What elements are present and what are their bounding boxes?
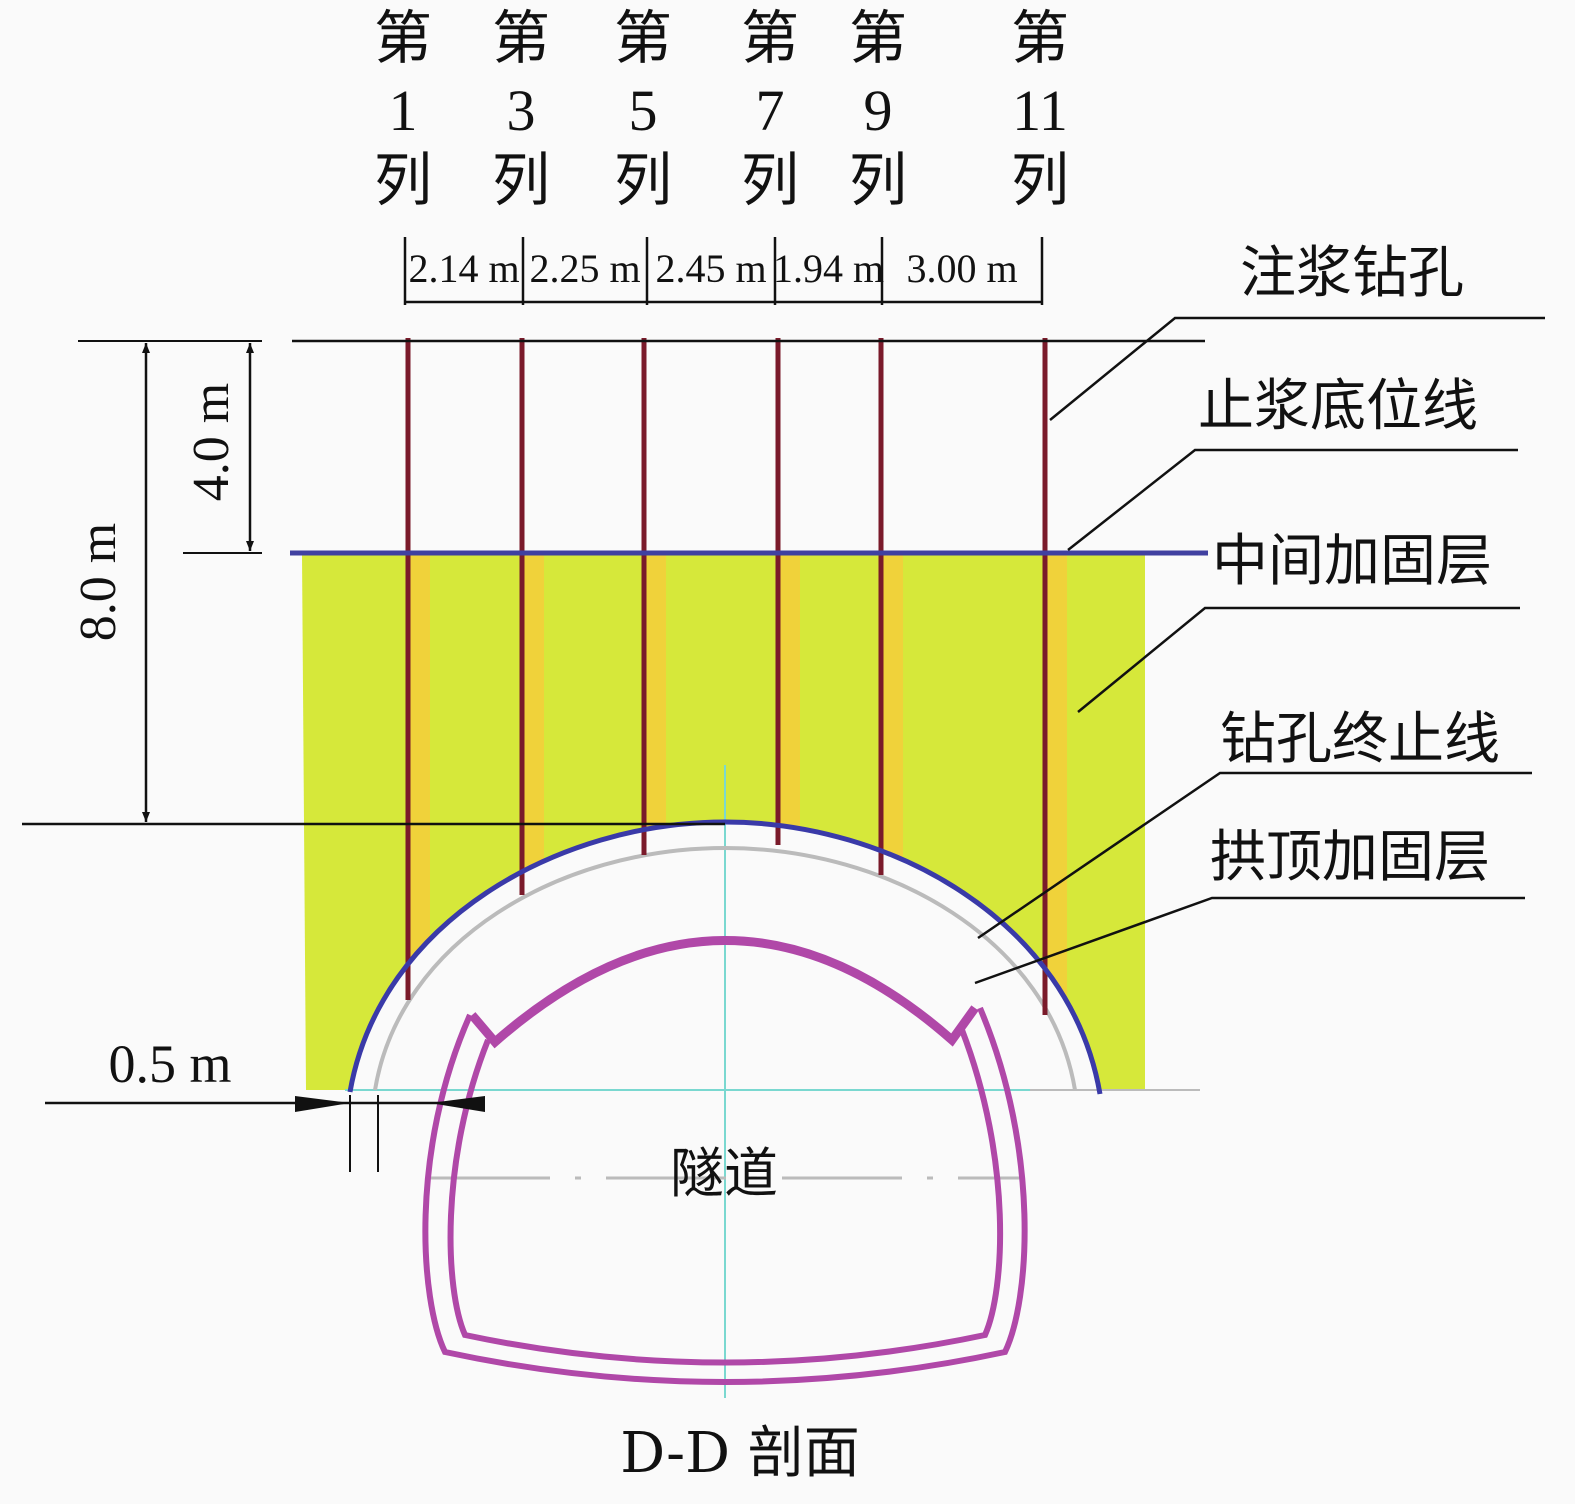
column-header-top: 第	[849, 4, 907, 72]
spacing-label: 2.14 m	[408, 246, 519, 291]
column-header-top: 第	[374, 4, 432, 72]
depth-4m-label: 4.0 m	[183, 383, 240, 501]
column-header: 第5列	[614, 4, 672, 214]
column-header-bottom: 列	[1011, 146, 1069, 214]
label-tunnel: 隧道	[670, 1142, 778, 1205]
grout-holes	[405, 338, 1048, 1015]
column-number: 11	[1012, 78, 1068, 143]
thickness-arrows	[295, 1096, 485, 1112]
drill-end-line	[373, 845, 1077, 1091]
column-number: 1	[389, 78, 418, 143]
section-title: D-D 剖面	[620, 1421, 860, 1486]
column-header: 第1列	[374, 4, 432, 214]
label-grout-hole: 注浆钻孔	[1240, 241, 1464, 306]
label-vault-layer: 拱顶加固层	[1210, 825, 1490, 890]
spacing-label: 2.25 m	[529, 246, 640, 291]
column-header-bottom: 列	[374, 146, 432, 214]
vault-outer-boundary	[347, 819, 1103, 1095]
column-header-bottom: 列	[849, 146, 907, 214]
column-number: 7	[756, 78, 785, 143]
column-header-top: 第	[614, 4, 672, 72]
column-number: 5	[629, 78, 658, 143]
column-header-top: 第	[1011, 4, 1069, 72]
thickness-label: 0.5 m	[108, 1034, 231, 1094]
column-header: 第3列	[492, 4, 550, 214]
label-drill-end-line: 钻孔终止线	[1220, 707, 1500, 772]
depth-8m-label: 8.0 m	[70, 523, 127, 641]
column-header-bottom: 列	[614, 146, 672, 214]
column-header: 第7列	[741, 4, 799, 214]
spacing-label: 3.00 m	[906, 246, 1017, 291]
leader-lines	[974, 316, 1545, 985]
label-grout-stop-line: 止浆底位线	[1198, 374, 1478, 439]
column-header-bottom: 列	[492, 146, 550, 214]
spacing-label: 2.45 m	[655, 246, 766, 291]
tunnel-lining	[422, 936, 1028, 1385]
column-header-bottom: 列	[741, 146, 799, 214]
column-number: 3	[507, 78, 536, 143]
label-middle-layer: 中间加固层	[1212, 529, 1492, 594]
spacing-label: 1.94 m	[773, 246, 884, 291]
column-header-top: 第	[492, 4, 550, 72]
column-header: 第9列	[849, 4, 907, 214]
column-header-top: 第	[741, 4, 799, 72]
column-number: 9	[864, 78, 893, 143]
